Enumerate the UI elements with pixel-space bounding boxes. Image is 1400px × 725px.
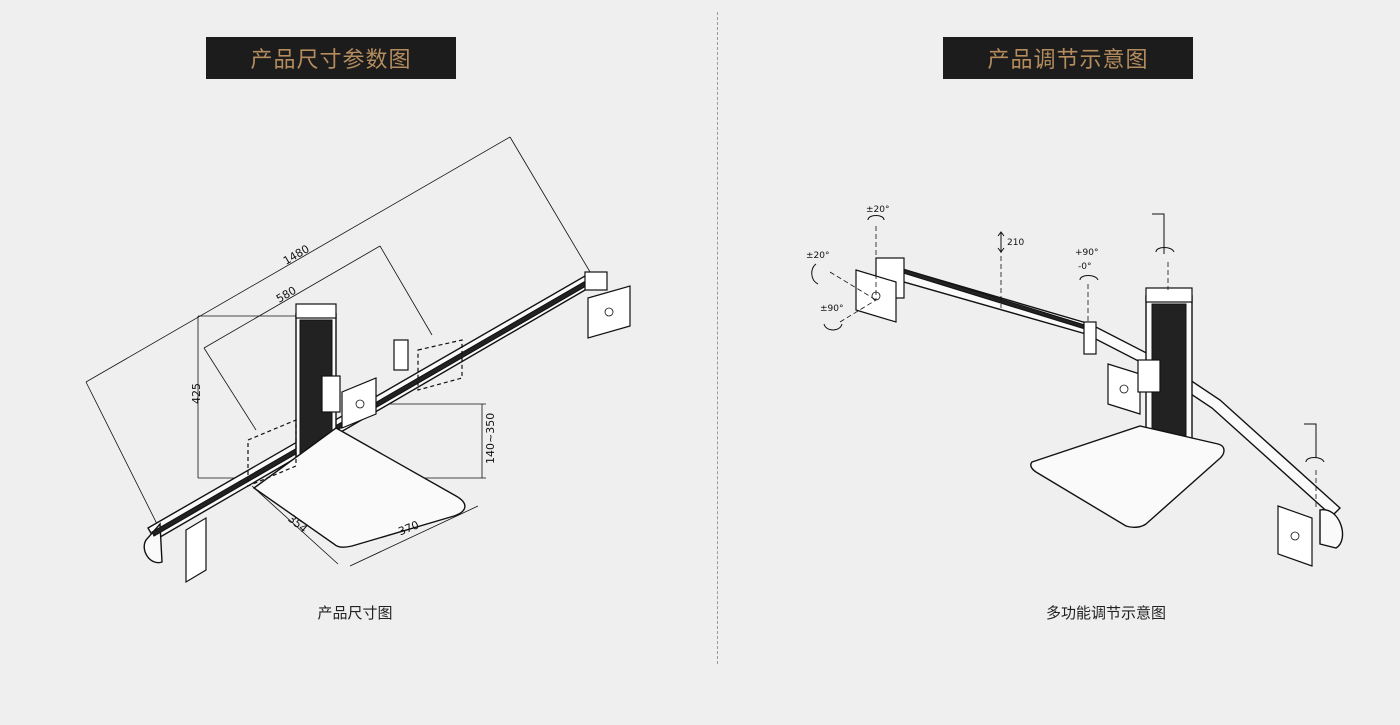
swivel-a-label: +90° — [1075, 248, 1099, 258]
adjustment-caption: 多功能调节示意图 — [1045, 604, 1166, 622]
dim-580-label: 580 — [274, 284, 299, 306]
dim-140-350-label: 140~350 — [484, 413, 497, 464]
height-label: 210 — [1007, 238, 1024, 248]
rotate-label: ±90° — [820, 304, 844, 314]
dimension-header: 产品尺寸参数图 — [206, 37, 456, 79]
adjust-guides — [829, 213, 1317, 508]
vesa-plates-right — [855, 269, 1313, 567]
tilt-side-label: ±20° — [806, 251, 830, 261]
center-divider — [717, 12, 718, 664]
adjustment-header: 产品调节示意图 — [943, 37, 1193, 79]
dim-425-label: 425 — [190, 383, 203, 404]
pole-right — [1145, 287, 1193, 453]
adjustment-panel: 产品调节示意图 — [700, 0, 1400, 725]
base-right — [1030, 425, 1225, 529]
dim-1480-label: 1480 — [281, 242, 312, 267]
pole — [295, 303, 337, 463]
base — [252, 427, 466, 549]
rotation-arrows — [811, 215, 1325, 463]
dimension-caption: 产品尺寸图 — [317, 604, 393, 622]
swivel-b-label: -0° — [1078, 262, 1091, 272]
tilt-top-label: ±20° — [866, 205, 890, 215]
vesa-plates — [185, 285, 631, 584]
adjustment-diagram: ±20° ±20° ±90° 210 +90° -0° — [806, 205, 1344, 567]
dimension-diagram: 1480 580 425 140~350 354 370 — [85, 136, 631, 584]
dimension-panel: 产品尺寸参数图 — [85, 37, 631, 622]
